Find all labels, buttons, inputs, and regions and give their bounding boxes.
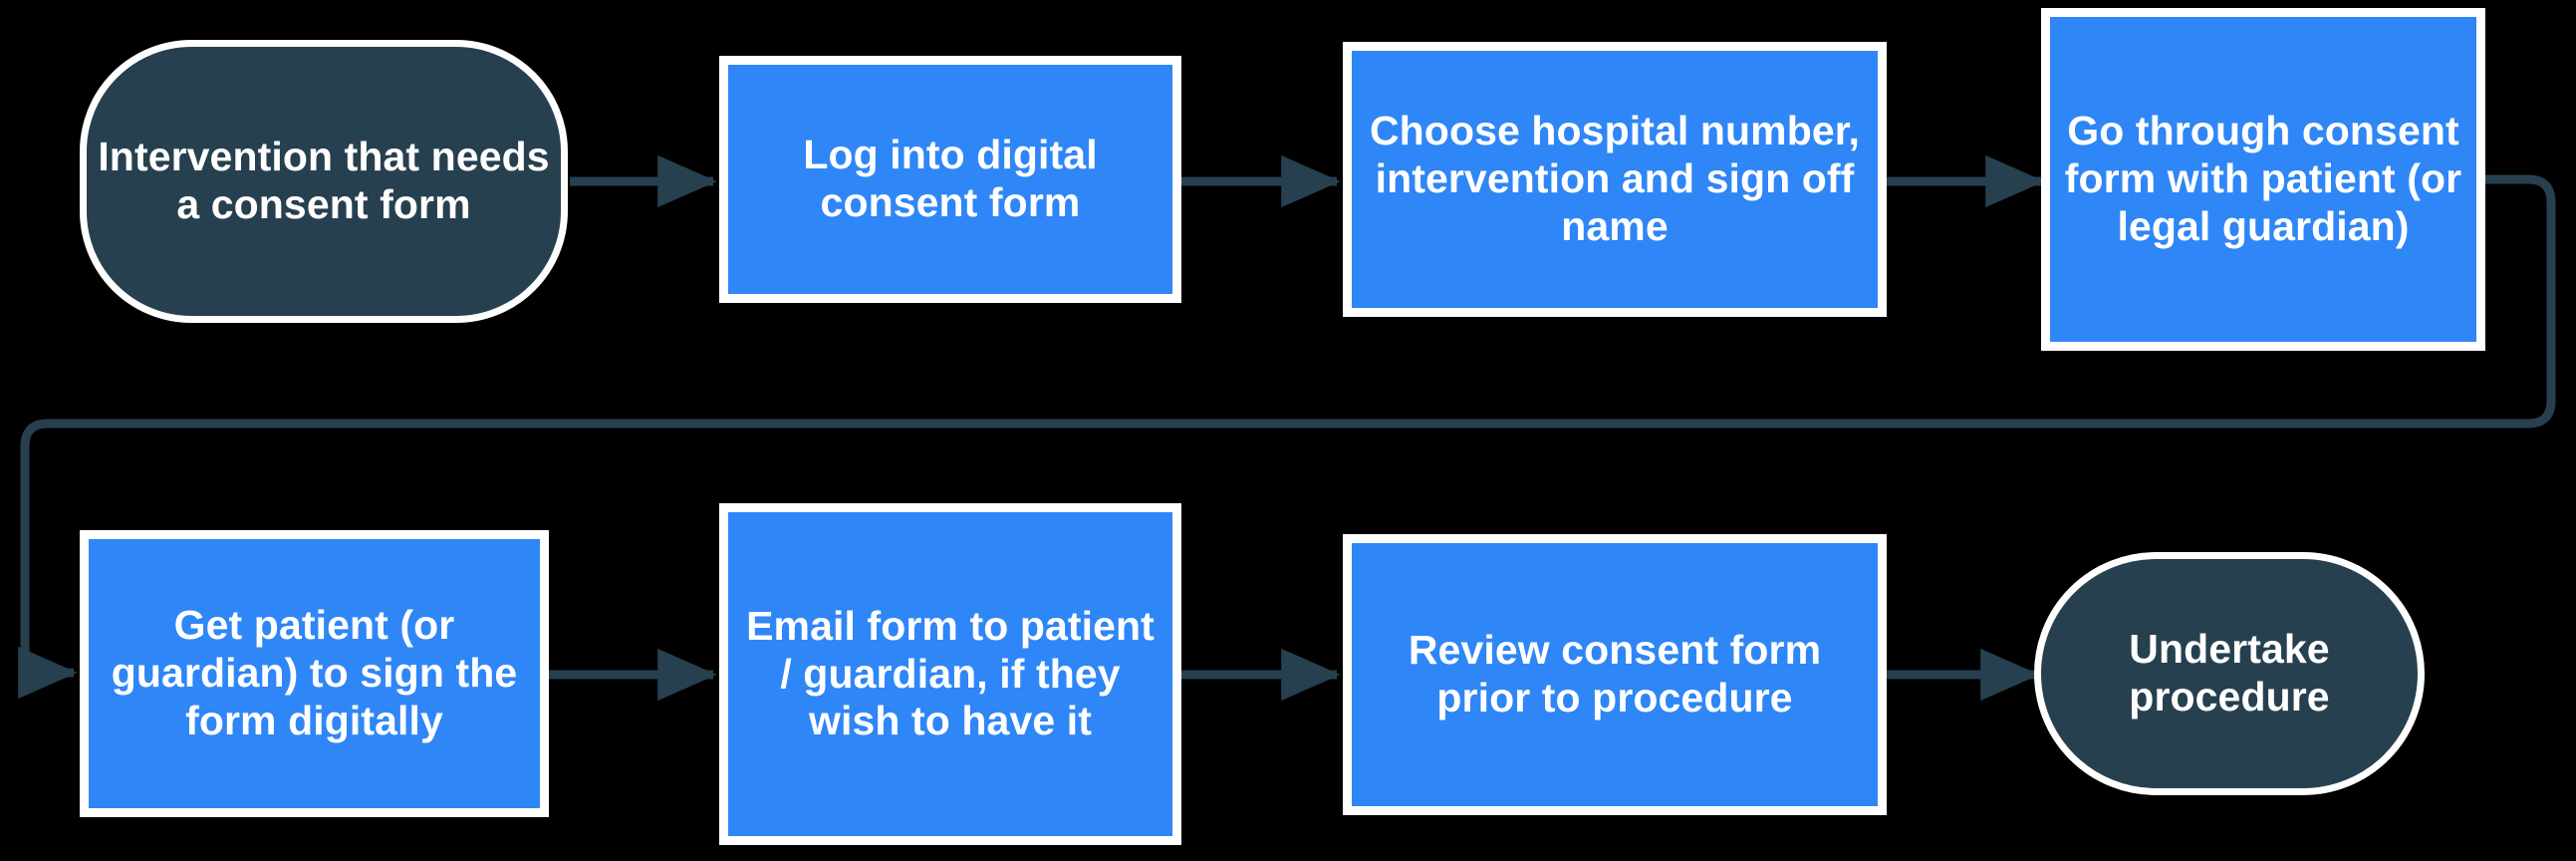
node-gothrough-label: Go through consent form with patient (or… (2064, 108, 2462, 249)
node-choose[interactable]: Choose hospital number, intervention and… (1343, 42, 1887, 317)
node-gothrough[interactable]: Go through consent form with patient (or… (2041, 8, 2485, 351)
node-end[interactable]: Undertake procedure (2034, 552, 2425, 795)
node-email-label: Email form to patient / guardian, if the… (746, 602, 1155, 744)
node-sign-label: Get patient (or guardian) to sign the fo… (111, 602, 518, 743)
node-email[interactable]: Email form to patient / guardian, if the… (719, 503, 1181, 845)
node-review-label: Review consent form prior to procedure (1408, 627, 1822, 720)
node-login[interactable]: Log into digital consent form (719, 56, 1181, 303)
node-login-label: Log into digital consent form (803, 132, 1098, 225)
node-end-label: Undertake procedure (2129, 626, 2330, 719)
node-choose-label: Choose hospital number, intervention and… (1369, 108, 1861, 249)
node-start[interactable]: Intervention that needs a consent form (80, 40, 568, 323)
node-start-label: Intervention that needs a consent form (98, 134, 550, 227)
node-sign[interactable]: Get patient (or guardian) to sign the fo… (80, 530, 549, 817)
node-review[interactable]: Review consent form prior to procedure (1343, 534, 1887, 815)
